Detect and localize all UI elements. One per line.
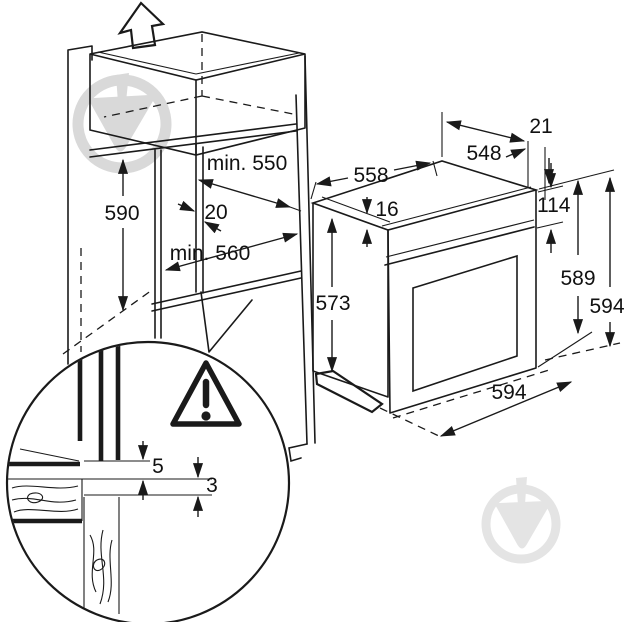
gap-leader-lines xyxy=(8,460,212,496)
top-box-rim xyxy=(89,31,306,81)
dim-label: 594 xyxy=(589,295,624,318)
trowel-blade-icon xyxy=(89,95,155,152)
oven-drawing xyxy=(310,160,550,419)
dim-label: min. 550 xyxy=(207,152,288,175)
dim-label: 114 xyxy=(537,194,571,217)
dim-594-right: 594 xyxy=(544,169,625,361)
cabinet-foot xyxy=(288,443,308,463)
trowel-handle-icon xyxy=(116,73,129,103)
dim-114: 114 xyxy=(536,163,571,253)
wood-panel-section xyxy=(83,497,120,614)
dim-label: 3 xyxy=(206,474,218,497)
dim-label: 548 xyxy=(466,142,501,165)
dim-21: 21 xyxy=(505,115,555,200)
dim-label: 590 xyxy=(104,202,139,225)
dim-label: 5 xyxy=(152,455,164,478)
control-panel-edge xyxy=(384,226,535,266)
cabinet-drawing xyxy=(62,1,316,463)
dim-16: 16 xyxy=(361,197,399,247)
dim-573: 573 xyxy=(315,217,351,373)
dim-3: 3 xyxy=(192,457,218,517)
niche-back-panel xyxy=(195,143,204,294)
dim-label: 589 xyxy=(560,267,595,290)
dim-590: 590 xyxy=(104,158,140,312)
dim-20: 20 xyxy=(177,200,228,234)
niche-floor-shelf xyxy=(151,270,302,312)
warning-triangle-icon xyxy=(170,360,242,427)
dim-548: 548 xyxy=(441,112,529,187)
up-arrow-icon xyxy=(117,1,166,50)
dim-min-550: min. 550 xyxy=(197,152,302,212)
dim-label: 16 xyxy=(375,198,398,221)
trowel-handle-icon xyxy=(516,477,527,505)
dim-594-bottom: 594 xyxy=(379,381,573,438)
detail-leader xyxy=(200,291,253,353)
dim-label: 573 xyxy=(315,292,350,315)
detail-circle: 5 3 xyxy=(5,340,291,622)
dim-label: 558 xyxy=(353,164,388,187)
oven-top-face xyxy=(310,160,539,231)
oven-door-window xyxy=(412,254,518,393)
watermark-logo-bottom xyxy=(481,477,561,564)
dim-558: 558 xyxy=(310,160,438,200)
dim-5: 5 xyxy=(137,441,164,500)
dim-label: 594 xyxy=(491,381,526,404)
dim-label: 20 xyxy=(204,201,227,224)
niche-top-shelf xyxy=(89,123,297,158)
dim-label: min. 560 xyxy=(170,242,251,265)
dim-589: 589 xyxy=(537,175,596,368)
dim-min-560: min. 560 xyxy=(164,232,299,272)
trowel-blade-icon xyxy=(495,501,551,549)
dim-label: 21 xyxy=(529,115,552,138)
